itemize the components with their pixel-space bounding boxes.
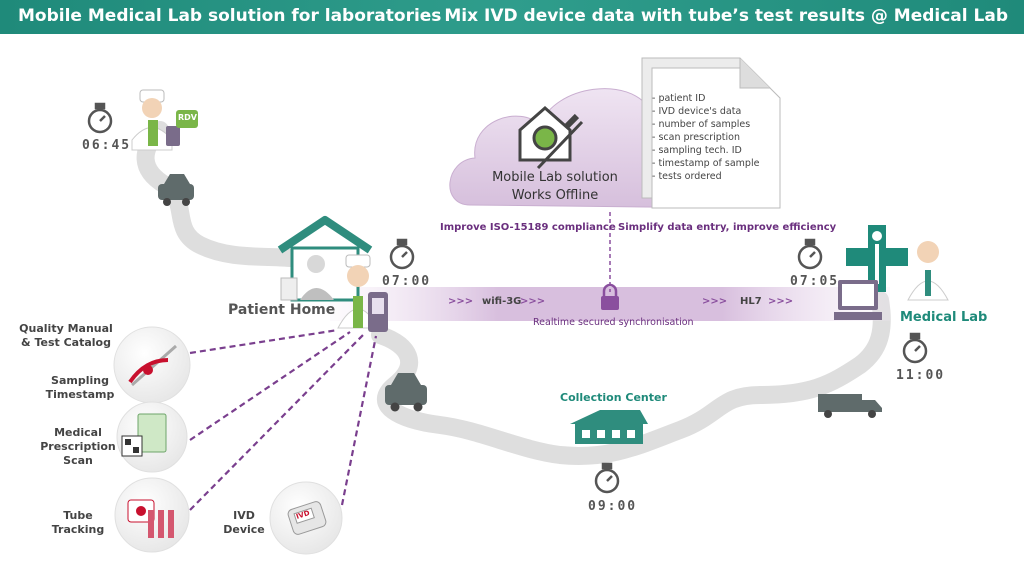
time-collection: 09:00 (588, 499, 638, 514)
nurse-icon-start (131, 89, 198, 151)
feature-label-line: Medical (54, 426, 102, 439)
computer-icon (834, 280, 882, 320)
car-icon-start (158, 174, 194, 206)
feature-label-line: Device (223, 523, 265, 536)
lock-icon (601, 283, 619, 310)
feature-label-tube: Tube Tracking (42, 509, 114, 537)
time-lab-truck: 11:00 (896, 368, 946, 383)
document-item: - timestamp of sample (652, 158, 760, 169)
sync-arrows-left-2: >>> (520, 296, 546, 307)
document-item: - tests ordered (652, 171, 722, 182)
feature-label-prescription: Medical Prescription Scan (36, 426, 120, 468)
cloud-label-line1: Mobile Lab solution (492, 170, 618, 185)
feature-circle-prescription (116, 401, 188, 473)
feature-label-quality: Quality Manual & Test Catalog (18, 322, 114, 350)
doctor-icon (907, 241, 949, 301)
feature-label-line: Sampling (51, 374, 109, 387)
place-collection-center: Collection Center (560, 391, 667, 404)
feature-label-line: & Test Catalog (21, 336, 111, 349)
cloud-label: Mobile Lab solution Works Offline (490, 169, 620, 205)
benefit-right: Simplify data entry, improve efficiency (618, 222, 837, 233)
car-icon-mid (385, 373, 427, 412)
feature-label-line: IVD (233, 509, 255, 522)
sync-arrows-right-2: >>> (768, 296, 794, 307)
feature-label-line: Prescription (40, 440, 116, 453)
feature-circle-ivd (269, 481, 343, 555)
stopwatch-icon-lab-truck (902, 332, 928, 364)
sync-arrows-right-1: >>> (702, 296, 728, 307)
feature-label-ivd: IVD Device (216, 509, 272, 537)
document-item: - number of samples (652, 119, 751, 130)
collection-center-building (570, 410, 648, 444)
document-field-list: - patient ID - IVD device's data - numbe… (652, 92, 759, 183)
feature-connectors (189, 328, 378, 511)
place-patient-home: Patient Home (228, 302, 336, 318)
time-lab-arrival: 07:05 (790, 274, 840, 289)
sync-arrows-left-1: >>> (448, 296, 474, 307)
benefit-left: Improve ISO-15189 compliance (440, 222, 616, 233)
place-medical-lab: Medical Lab (900, 310, 988, 325)
stopwatch-icon-home (389, 238, 415, 270)
lab-caduceus-icon (846, 225, 908, 292)
document-icon (641, 57, 781, 209)
document-item: - scan prescription (652, 132, 741, 143)
document-item: - patient ID (652, 93, 706, 104)
cloud-label-line2: Works Offline (511, 188, 599, 203)
mobile-lab-app-icon (518, 106, 584, 170)
feature-circle-quality (113, 326, 191, 404)
time-home: 07:00 (382, 274, 432, 289)
document-item: - IVD device's data (652, 106, 742, 117)
feature-label-line: Scan (63, 454, 93, 467)
document-item: - sampling tech. ID (652, 145, 742, 156)
stopwatch-icon-collection (594, 462, 620, 494)
feature-circle-tube (114, 477, 190, 553)
time-start: 06:45 (82, 138, 132, 153)
feature-label-line: Quality Manual (19, 322, 113, 335)
header-left-title: Mobile Medical Lab solution for laborato… (18, 6, 442, 26)
feature-label-line: Timestamp (45, 388, 115, 401)
sync-wifi-label: wifi-3G (482, 296, 522, 307)
rdv-badge: RDV (178, 113, 197, 122)
sync-hl7-label: HL7 (740, 296, 762, 307)
stopwatch-icon-lab-arrival (797, 238, 823, 270)
header-bar: Mobile Medical Lab solution for laborato… (0, 0, 1024, 34)
truck-icon (818, 394, 882, 418)
sync-caption: Realtime secured synchronisation (533, 317, 694, 328)
stopwatch-icon-start (87, 102, 113, 134)
nurse-icon-home (337, 254, 388, 332)
header-right-title: Mix IVD device data with tube’s test res… (444, 6, 1008, 26)
feature-label-line: Tracking (51, 523, 105, 536)
feature-label-sampling: Sampling Timestamp (40, 374, 120, 402)
feature-label-line: Tube (63, 509, 93, 522)
